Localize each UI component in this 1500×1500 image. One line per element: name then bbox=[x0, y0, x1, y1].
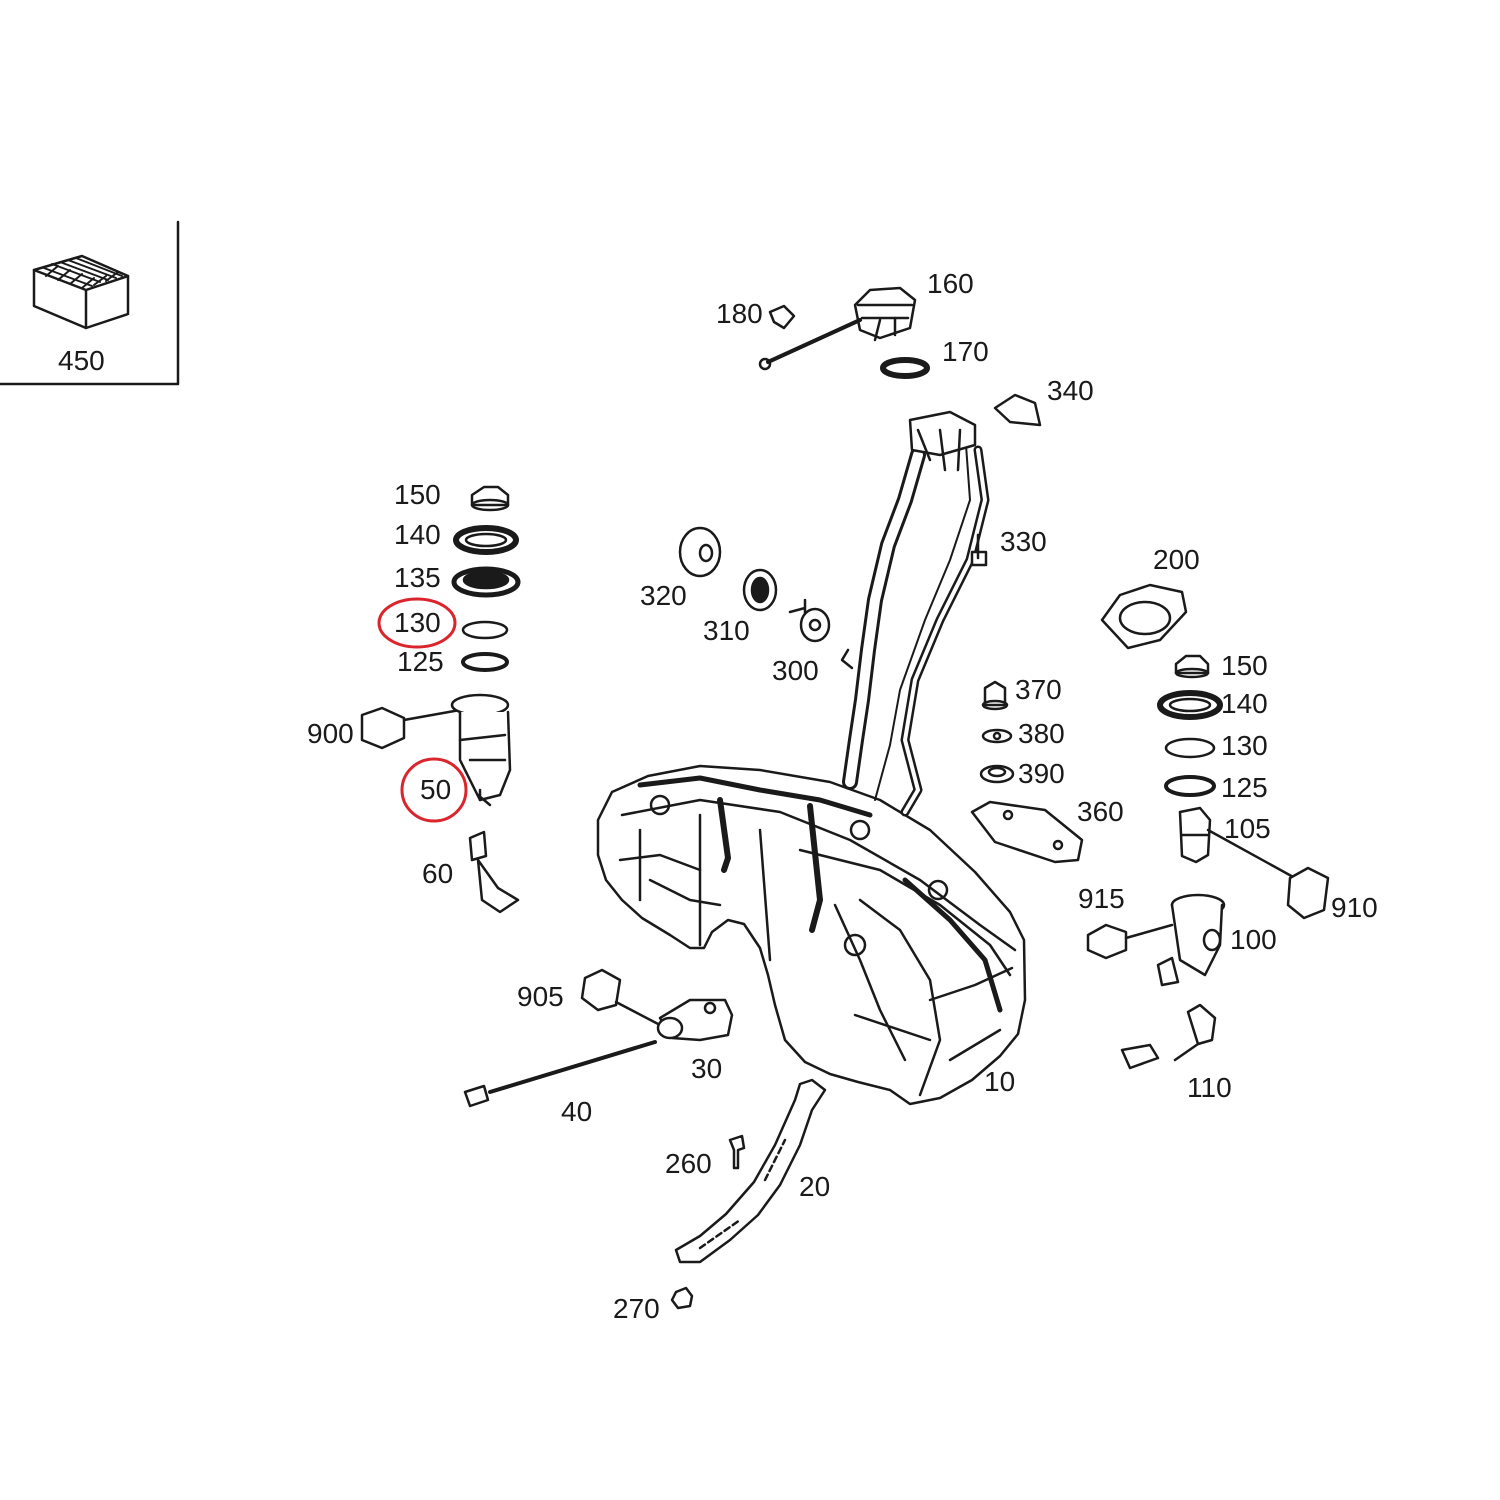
callout-360: 360 bbox=[1077, 796, 1124, 827]
flap-340 bbox=[993, 393, 1042, 427]
filler-cap-160 bbox=[853, 286, 917, 342]
callout-915: 915 bbox=[1078, 883, 1125, 914]
callout-50: 50 bbox=[420, 774, 452, 805]
callout-180: 180 bbox=[716, 298, 763, 329]
connector-915 bbox=[1086, 923, 1174, 960]
nut-150-left bbox=[470, 485, 510, 512]
callout-160: 160 bbox=[927, 268, 974, 299]
callout-125-left: 125 bbox=[397, 646, 444, 677]
callout-450: 450 bbox=[58, 345, 105, 376]
valve-310 bbox=[742, 568, 778, 612]
cover-320 bbox=[678, 526, 722, 578]
highlight-circle-50 bbox=[400, 757, 468, 823]
sensor-30 bbox=[656, 998, 734, 1042]
callout-140-left: 140 bbox=[394, 519, 441, 550]
cable-40 bbox=[463, 1040, 657, 1108]
bolt-260 bbox=[728, 1134, 746, 1170]
callout-330: 330 bbox=[1000, 526, 1047, 557]
tether-180 bbox=[758, 304, 862, 371]
callout-905: 905 bbox=[517, 981, 564, 1012]
callout-370: 370 bbox=[1015, 674, 1062, 705]
callout-130-right: 130 bbox=[1221, 730, 1268, 761]
filter-block-450 bbox=[32, 254, 130, 330]
callout-10: 10 bbox=[984, 1066, 1016, 1097]
seal-125-left bbox=[461, 652, 509, 672]
callout-340: 340 bbox=[1047, 375, 1094, 406]
callout-910: 910 bbox=[1331, 892, 1378, 923]
highlight-circles bbox=[377, 597, 468, 823]
level-sensor-60 bbox=[468, 830, 520, 914]
callout-100: 100 bbox=[1230, 924, 1277, 955]
highlight-circle-130 bbox=[377, 597, 457, 649]
connector-910 bbox=[1286, 866, 1330, 920]
callout-40: 40 bbox=[561, 1096, 593, 1127]
callout-140-right: 140 bbox=[1221, 688, 1268, 719]
cover-200 bbox=[1100, 583, 1188, 650]
connector-900 bbox=[360, 706, 462, 750]
valve-300 bbox=[788, 598, 831, 643]
seal-130-right bbox=[1164, 737, 1216, 759]
callout-300: 300 bbox=[772, 655, 819, 686]
pump-105 bbox=[1178, 806, 1297, 880]
callout-390: 390 bbox=[1018, 758, 1065, 789]
washer-390 bbox=[979, 764, 1015, 784]
inset-frame bbox=[0, 220, 180, 386]
callout-110: 110 bbox=[1187, 1072, 1232, 1103]
level-sensor-110 bbox=[1120, 1003, 1217, 1070]
connector-905 bbox=[580, 968, 662, 1027]
callout-30: 30 bbox=[691, 1053, 723, 1084]
nut-150-right bbox=[1174, 654, 1210, 679]
callout-900: 900 bbox=[307, 718, 354, 749]
fuel-pump-50 bbox=[450, 693, 512, 807]
bolt-330 bbox=[970, 533, 988, 567]
callout-270: 270 bbox=[613, 1293, 660, 1324]
filler-neck-pipe bbox=[840, 410, 990, 817]
flange-135-left bbox=[451, 566, 521, 598]
seal-125-right bbox=[1164, 775, 1216, 797]
callout-320: 320 bbox=[640, 580, 687, 611]
callout-130-left: 130 bbox=[394, 607, 441, 638]
seal-130-left bbox=[461, 620, 509, 640]
callout-150-left: 150 bbox=[394, 479, 441, 510]
bushing-370 bbox=[981, 680, 1009, 711]
washer-380 bbox=[981, 728, 1013, 744]
callout-310: 310 bbox=[703, 615, 750, 646]
strap-20 bbox=[674, 1078, 827, 1264]
callout-200: 200 bbox=[1153, 544, 1200, 575]
ring-140-right bbox=[1157, 690, 1223, 720]
callout-105: 105 bbox=[1224, 813, 1271, 844]
callout-150-right: 150 bbox=[1221, 650, 1268, 681]
fuel-tank-10 bbox=[596, 764, 1027, 1106]
nut-270 bbox=[670, 1286, 694, 1310]
pump-module-100 bbox=[1156, 893, 1226, 987]
ring-170 bbox=[880, 357, 930, 379]
callout-20: 20 bbox=[799, 1171, 831, 1202]
pad-360 bbox=[970, 800, 1084, 864]
callout-170: 170 bbox=[942, 336, 989, 367]
callout-380: 380 bbox=[1018, 718, 1065, 749]
callout-260: 260 bbox=[665, 1148, 712, 1179]
ring-140-left bbox=[453, 525, 519, 555]
callout-125-right: 125 bbox=[1221, 772, 1268, 803]
callout-135: 135 bbox=[394, 562, 441, 593]
callout-60: 60 bbox=[422, 858, 454, 889]
